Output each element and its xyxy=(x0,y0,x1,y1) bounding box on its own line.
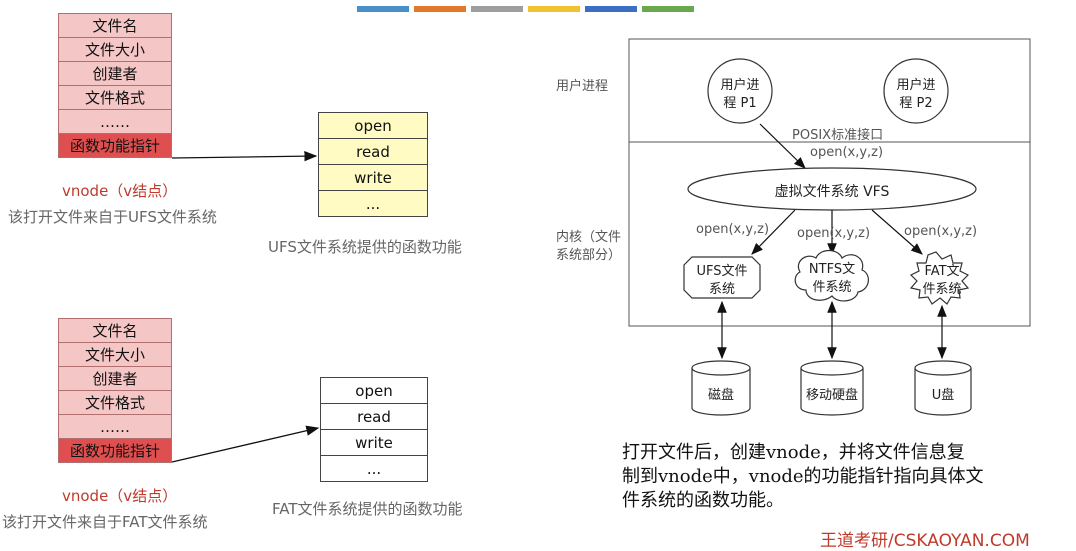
process-p2-node xyxy=(883,58,949,124)
p1-label-line2: 程 P1 xyxy=(723,96,757,111)
ufs-vnode-caption: vnode（v结点） xyxy=(62,182,178,200)
vnode-row: 创建者 xyxy=(58,61,172,86)
fat-pointer-arrow xyxy=(171,425,320,463)
disk-3-node xyxy=(914,360,972,416)
vnode-row: …… xyxy=(58,109,172,134)
function-row: read xyxy=(320,403,428,430)
color-bar-2 xyxy=(414,6,466,12)
vnode-row: 创建者 xyxy=(58,366,172,391)
fat-source-caption: 该打开文件来自于FAT文件系统 xyxy=(2,513,208,531)
vnode-row: 文件名 xyxy=(58,13,172,38)
p2-label-line2: 程 P2 xyxy=(899,96,933,111)
disk-1-node xyxy=(691,360,751,416)
fat-vnode-caption: vnode（v结点） xyxy=(62,487,178,505)
explanation-line-2: 制到vnode中，vnode的功能指针指向具体文 xyxy=(622,466,984,487)
ufs-source-caption: 该打开文件来自于UFS文件系统 xyxy=(8,208,217,226)
vnode-row-function-pointer: 函数功能指针 xyxy=(58,438,172,463)
open-mid-label: open(x,y,z) xyxy=(797,226,871,241)
ufs-fs-label-line1: UFS文件 xyxy=(696,264,748,279)
fat-fs-label-line1: FAT文 xyxy=(924,264,960,279)
open-left-label: open(x,y,z) xyxy=(696,222,770,237)
brand-footer: 王道考研/CSKAOYAN.COM xyxy=(820,531,1030,551)
vfs-to-ufs-arrow xyxy=(751,209,796,255)
function-row: write xyxy=(318,164,428,191)
posix-interface-label: POSIX标准接口 xyxy=(792,128,884,143)
open-call-label: open(x,y,z) xyxy=(810,145,884,160)
color-bar-3 xyxy=(471,6,523,12)
kernel-label-line1: 内核（文件 xyxy=(556,230,622,245)
user-process-label: 用户进程 xyxy=(556,79,609,94)
vfs-label: 虚拟文件系统 VFS xyxy=(774,184,890,200)
disk-2-label: 移动硬盘 xyxy=(805,388,858,403)
fat-fs-label-line2: 件系统 xyxy=(922,282,962,297)
vnode-row-function-pointer: 函数功能指针 xyxy=(58,133,172,158)
ntfs-fs-label-line2: 件系统 xyxy=(812,280,852,295)
function-row: write xyxy=(320,429,428,456)
vnode-row: 文件格式 xyxy=(58,390,172,415)
color-bar-4 xyxy=(528,6,580,12)
color-bar-5 xyxy=(585,6,637,12)
ufs-fs-label-line2: 系统 xyxy=(708,282,735,297)
fat-node xyxy=(909,251,970,305)
vnode-row: 文件格式 xyxy=(58,85,172,110)
function-row: ... xyxy=(318,190,428,217)
fat-vnode-table: 文件名 文件大小 创建者 文件格式 …… 函数功能指针 xyxy=(58,318,172,463)
kernel-label-line2: 系统部分） xyxy=(556,248,622,263)
explanation-line-3: 件系统的函数功能。 xyxy=(622,490,784,511)
ufs-function-table: open read write ... xyxy=(318,112,428,217)
function-row: open xyxy=(318,112,428,139)
open-right-label: open(x,y,z) xyxy=(904,224,978,239)
function-row: open xyxy=(320,377,428,404)
function-row: ... xyxy=(320,455,428,482)
explanation-line-1: 打开文件后，创建vnode，并将文件信息复 xyxy=(622,442,965,463)
ufs-node xyxy=(683,256,761,299)
disk-3-label: U盘 xyxy=(931,388,955,403)
color-bar-1 xyxy=(357,6,409,12)
vnode-row: 文件大小 xyxy=(58,342,172,367)
explanation-paragraph: 打开文件后，创建vnode，并将文件信息复 制到vnode中，vnode的功能指… xyxy=(622,441,1062,513)
color-bar-6 xyxy=(642,6,694,12)
ufs-function-caption: UFS文件系统提供的函数功能 xyxy=(268,238,462,256)
syscall-arrow xyxy=(759,123,806,169)
vfs-to-fat-arrow xyxy=(871,209,923,255)
p2-label-line1: 用户进 xyxy=(896,78,936,93)
ntfs-fs-label-line1: NTFS文 xyxy=(808,262,856,277)
ufs-pointer-arrow xyxy=(171,150,318,162)
disk-2-node xyxy=(800,360,864,416)
vnode-row: 文件名 xyxy=(58,318,172,343)
vnode-row: …… xyxy=(58,414,172,439)
process-p1-node xyxy=(707,58,773,124)
fat-function-table: open read write ... xyxy=(320,377,428,482)
ufs-vnode-table: 文件名 文件大小 创建者 文件格式 …… 函数功能指针 xyxy=(58,13,172,158)
disk-1-label: 磁盘 xyxy=(707,388,734,403)
ntfs-node xyxy=(794,249,869,302)
p1-label-line1: 用户进 xyxy=(720,78,760,93)
fat-function-caption: FAT文件系统提供的函数功能 xyxy=(272,500,463,518)
